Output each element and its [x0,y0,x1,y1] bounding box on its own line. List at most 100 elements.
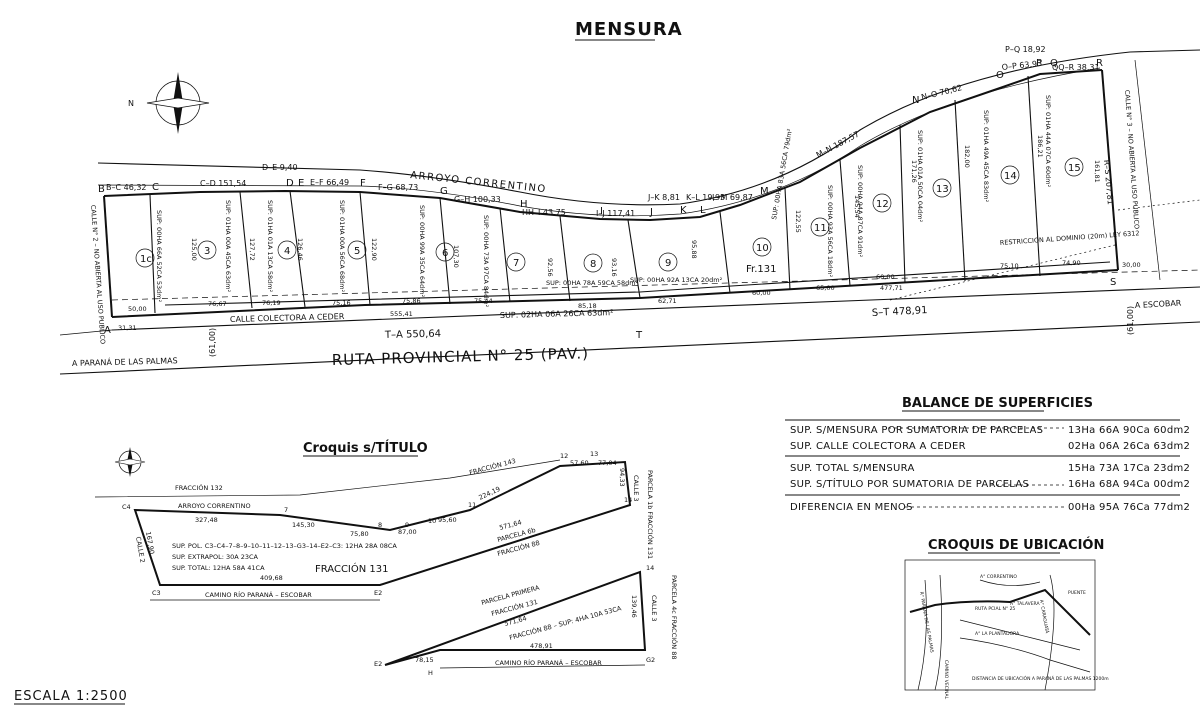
svg-text:9: 9 [405,521,409,529]
svg-text:127,72: 127,72 [248,238,256,261]
ta-dim: T–A 550,64 [384,329,441,341]
front-dim-2: 76,67 [208,300,227,308]
north-label: N [128,99,134,108]
croquis-parcela: PARCELA PRIMERA FRACCIÓN 131 FRACCIÓN 88… [374,564,679,677]
svg-text:13Ha 66A 90Ca 60dm2: 13Ha 66A 90Ca 60dm2 [1068,425,1190,436]
svg-text:14: 14 [1004,171,1017,182]
front-dim-4: 75,16 [332,299,351,307]
front-dim-10: 65,00 [816,284,835,292]
svg-text:145,54: 145,54 [853,195,861,218]
calle2-label: CALLE N° 2 – NO ABIERTA AL USO PUBLICO [89,205,107,345]
balance-row: SUP. CALLE COLECTORA A CEDER 02Ha 06A 26… [790,441,1190,452]
svg-text:SUP. POL. C3–C4–7–8–9–10–11–12: SUP. POL. C3–C4–7–8–9–10–11–12–13–G3–14–… [172,542,397,550]
svg-text:122,90: 122,90 [370,238,378,261]
svg-text:CAMINO VECINAL: CAMINO VECINAL [943,660,949,700]
dim-op: O–P 63,93 [1001,59,1042,72]
dim-no: N–O 70,62 [920,83,963,102]
parcel-6: 6 SUP: 00HA 99A 35CA 64dm² [418,205,455,298]
svg-text:93,16: 93,16 [610,258,618,277]
svg-text:12: 12 [876,199,889,210]
parcel-3: 3 SUP: 01HA 00A 45CA 63dm² [197,200,232,293]
svg-text:C3: C3 [152,589,161,597]
svg-text:00Ha 95A 76Ca 77dm2: 00Ha 95A 76Ca 77dm2 [1068,502,1190,513]
svg-text:A° TALAVERA: A° TALAVERA [1010,601,1041,607]
front-dim-15: 30,00 [1122,261,1141,269]
point-o: O [996,70,1004,81]
point-f: F [360,178,366,189]
svg-text:3: 3 [204,246,210,257]
front-dim-3: 76,19 [262,299,281,307]
svg-text:G2: G2 [646,656,655,664]
main-plan: A B C D E F G H I J K L M N O P Q R S T … [59,45,1200,375]
dim-mn: M–N 187,57 [815,130,861,160]
svg-text:CAMINO RÍO PARANÁ – ESCOBAR: CAMINO RÍO PARANÁ – ESCOBAR [495,658,602,667]
svg-text:4: 4 [284,246,290,257]
front-dim-8: 62,71 [658,297,677,305]
point-a: A [104,325,111,336]
svg-text:78,15: 78,15 [415,656,434,664]
svg-text:95,60: 95,60 [438,516,457,524]
svg-text:SUP: 00HA 92A 13CA 20dm²: SUP: 00HA 92A 13CA 20dm² [630,276,723,284]
dim-ij: I–J 117,41 [596,209,635,218]
dim-rs: R–S 207,81 [1102,159,1115,205]
front-dim-5: 75,86 [402,297,421,305]
scale-label: ESCALA 1:2500 [14,689,128,704]
svg-text:10: 10 [428,517,436,525]
svg-text:C4: C4 [122,503,131,511]
balance-row: SUP. S/MENSURA POR SUMATORIA DE PARCELAS… [790,425,1190,436]
front-dim-17: 555,41 [390,310,413,318]
svg-text:A° CORRENTINO: A° CORRENTINO [980,574,1017,580]
croquis-titulo: Croquis s/TÍTULO FRACCIÓN 132 FRACCIÓN 1… [94,440,655,601]
fr131-label: Fr.131 [746,264,776,275]
svg-text:SUP: 00HA 93A 56CA 18dm²: SUP: 00HA 93A 56CA 18dm² [826,185,834,278]
balance-table: BALANCE DE SUPERFICIES SUP. S/MENSURA PO… [785,396,1190,513]
dim-jk: J–K 8,81 [647,193,680,202]
svg-text:SUP: 00HA 73A 97CA 84dm²: SUP: 00HA 73A 97CA 84dm² [482,215,490,308]
svg-text:PUENTE: PUENTE [1068,590,1086,596]
parcel-11: 11 SUP: 00HA 93A 56CA 18dm² [810,185,834,278]
balance-title: BALANCE DE SUPERFICIES [902,396,1093,411]
point-t: T [635,330,643,341]
svg-text:5: 5 [354,246,360,257]
to-parana-label: A PARANÁ DE LAS PALMAS [72,354,178,368]
svg-text:SUP. CALLE COLECTORA A CEDER: SUP. CALLE COLECTORA A CEDER [790,441,966,452]
plan-title: MENSURA [575,19,683,40]
svg-text:SUP: 00HA 99A 35CA 64dm²: SUP: 00HA 99A 35CA 64dm² [418,205,426,298]
balance-row: SUP. TOTAL S/MENSURA 15Ha 73A 17Ca 23dm2 [790,463,1190,474]
svg-text:161,81: 161,81 [1093,160,1101,183]
svg-text:PARCELA 4c FRACCIÓN 88: PARCELA 4c FRACCIÓN 88 [670,575,679,659]
svg-text:9: 9 [665,258,671,269]
point-q: Q [1050,58,1058,69]
svg-text:139,46: 139,46 [630,595,638,618]
front-dim-13: 75,10 [1000,262,1019,270]
svg-text:15Ha 73A 17Ca 23dm2: 15Ha 73A 17Ca 23dm2 [1068,463,1190,474]
svg-text:SUP. TOTAL: 12HA 58A 41CA: SUP. TOTAL: 12HA 58A 41CA [172,564,265,572]
front-dim-11: 60,00 [876,273,895,281]
dim-fg: F–G 68,73 [378,183,418,192]
svg-text:A° CARAGUATÁ: A° CARAGUATÁ [1038,599,1051,635]
dim-ef: E–F 66,49 [310,178,349,187]
parcel-12: 12 SUP: 00HA 94A 87CA 91dm² [856,165,892,258]
svg-text:182,00: 182,00 [963,145,971,168]
calle-colectora-sup: SUP: 02HA 06A 26CA 63dm² [500,308,614,320]
parcel-5: 5 SUP: 01HA 00A 56CA 68dm² [338,200,367,293]
svg-text:SUP: 00HA 78A 59CA 58dm²: SUP: 00HA 78A 59CA 58dm² [546,279,639,287]
svg-text:DISTANCIA DE UBICACIÓN A PARAN: DISTANCIA DE UBICACIÓN A PARANÁ DE LAS P… [972,675,1109,682]
north-arrow-icon: N [128,72,210,134]
svg-text:186,21: 186,21 [1036,135,1044,158]
svg-text:1c: 1c [140,254,152,265]
front-dim-6: 75,44 [474,297,493,305]
svg-text:SUP: 01HA 01A 50CA 04dm²: SUP: 01HA 01A 50CA 04dm² [916,130,924,223]
point-s: S [1110,277,1116,288]
parcel-7: 7 SUP: 00HA 73A 97CA 84dm² [482,215,526,308]
svg-text:A° LA PLANTADORA: A° LA PLANTADORA [975,631,1020,637]
croquis-ubicacion: CROQUIS DE UBICACIÓN A° CORRENTINO RUTA … [904,537,1109,700]
dim-qr: QQ–R 38,31 [1052,63,1100,72]
dim-kl: K–L 19,93 [686,193,725,202]
svg-text:75,80: 75,80 [350,530,369,538]
svg-text:107,30: 107,30 [452,245,460,268]
svg-text:167,90: 167,90 [144,531,156,555]
dim-61-left: (61,00) [208,328,217,357]
svg-text:SUP. S/TÍTULO POR SUMATORIA DE: SUP. S/TÍTULO POR SUMATORIA DE PARCELAS [790,477,1029,490]
